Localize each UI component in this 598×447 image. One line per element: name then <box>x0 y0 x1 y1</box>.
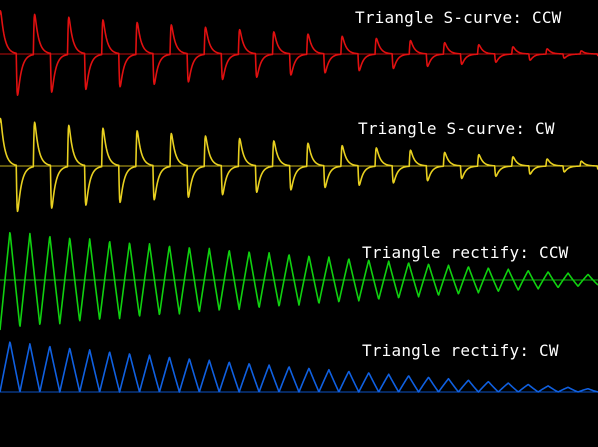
trace-line-0 <box>0 10 598 96</box>
trace-line-2 <box>0 231 598 331</box>
series-label-s-curve-cw: Triangle S-curve: CW <box>358 119 555 138</box>
series-label-rectify-cw: Triangle rectify: CW <box>362 341 559 360</box>
series-label-rectify-ccw: Triangle rectify: CCW <box>362 243 569 262</box>
series-label-s-curve-ccw: Triangle S-curve: CCW <box>355 8 562 27</box>
trace-line-1 <box>0 117 598 213</box>
trace-line-3 <box>0 341 598 393</box>
traces <box>0 10 598 393</box>
